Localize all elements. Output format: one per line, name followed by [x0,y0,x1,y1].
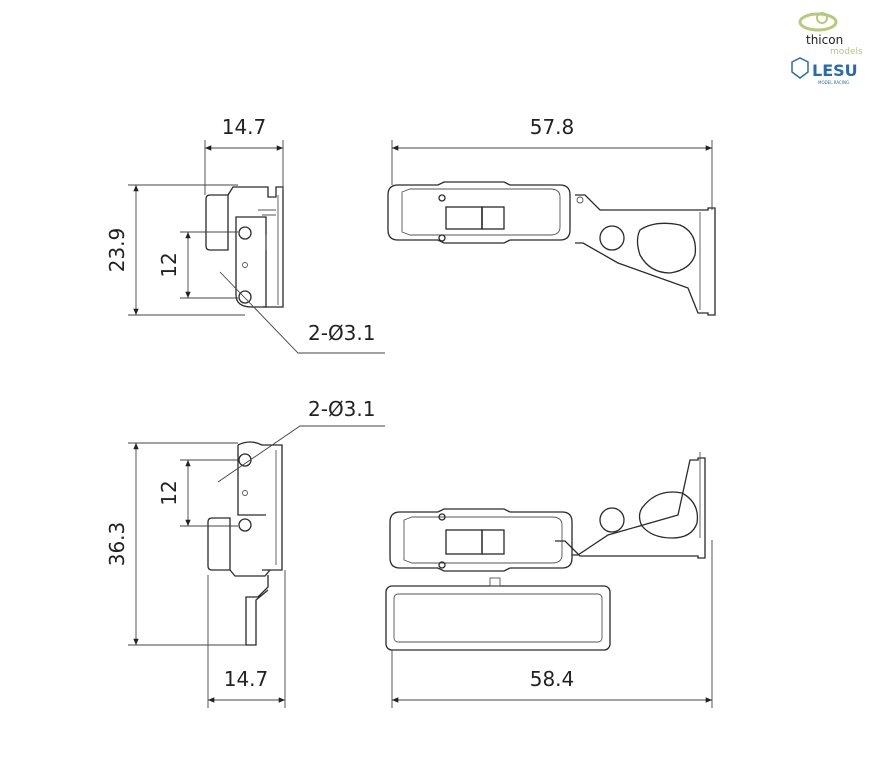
dim-top-hole-callout: 2-Ø3.1 [308,321,376,345]
dim-bottom-side-height: 36.3 [105,522,129,567]
lesu-logo-subtext: MODEL RACING [818,80,849,85]
dim-top-hole-spacing: 12 [157,252,181,277]
dim-top-front-width: 57.8 [530,115,575,139]
dim-top-side-width: 14.7 [222,115,267,139]
top-front-dimensions: 57.8 [391,115,713,210]
lesu-logo-text: LESU [812,61,858,80]
lesu-logo: LESU MODEL RACING [791,57,858,85]
bottom-front-dimensions: 58.4 [391,540,713,708]
bottom-side-view [207,441,283,646]
top-front-view [387,181,716,316]
bottom-front-view [385,452,706,651]
top-side-dimensions: 14.7 23.9 12 2-Ø3.1 [105,115,385,354]
thicon-logo-text: thicon [806,33,843,47]
dim-top-side-height: 23.9 [105,228,129,273]
dim-bottom-hole-spacing: 12 [157,480,181,505]
thicon-logo-subtext: models [830,47,863,57]
bottom-side-dimensions: 2-Ø3.1 12 36.3 14.7 [105,397,385,708]
thicon-logo: thicon models [798,12,863,57]
dim-bottom-front-width: 58.4 [530,667,575,691]
dim-bottom-side-width: 14.7 [224,667,269,691]
dim-bottom-hole-callout: 2-Ø3.1 [308,397,376,421]
top-side-view [205,186,284,308]
